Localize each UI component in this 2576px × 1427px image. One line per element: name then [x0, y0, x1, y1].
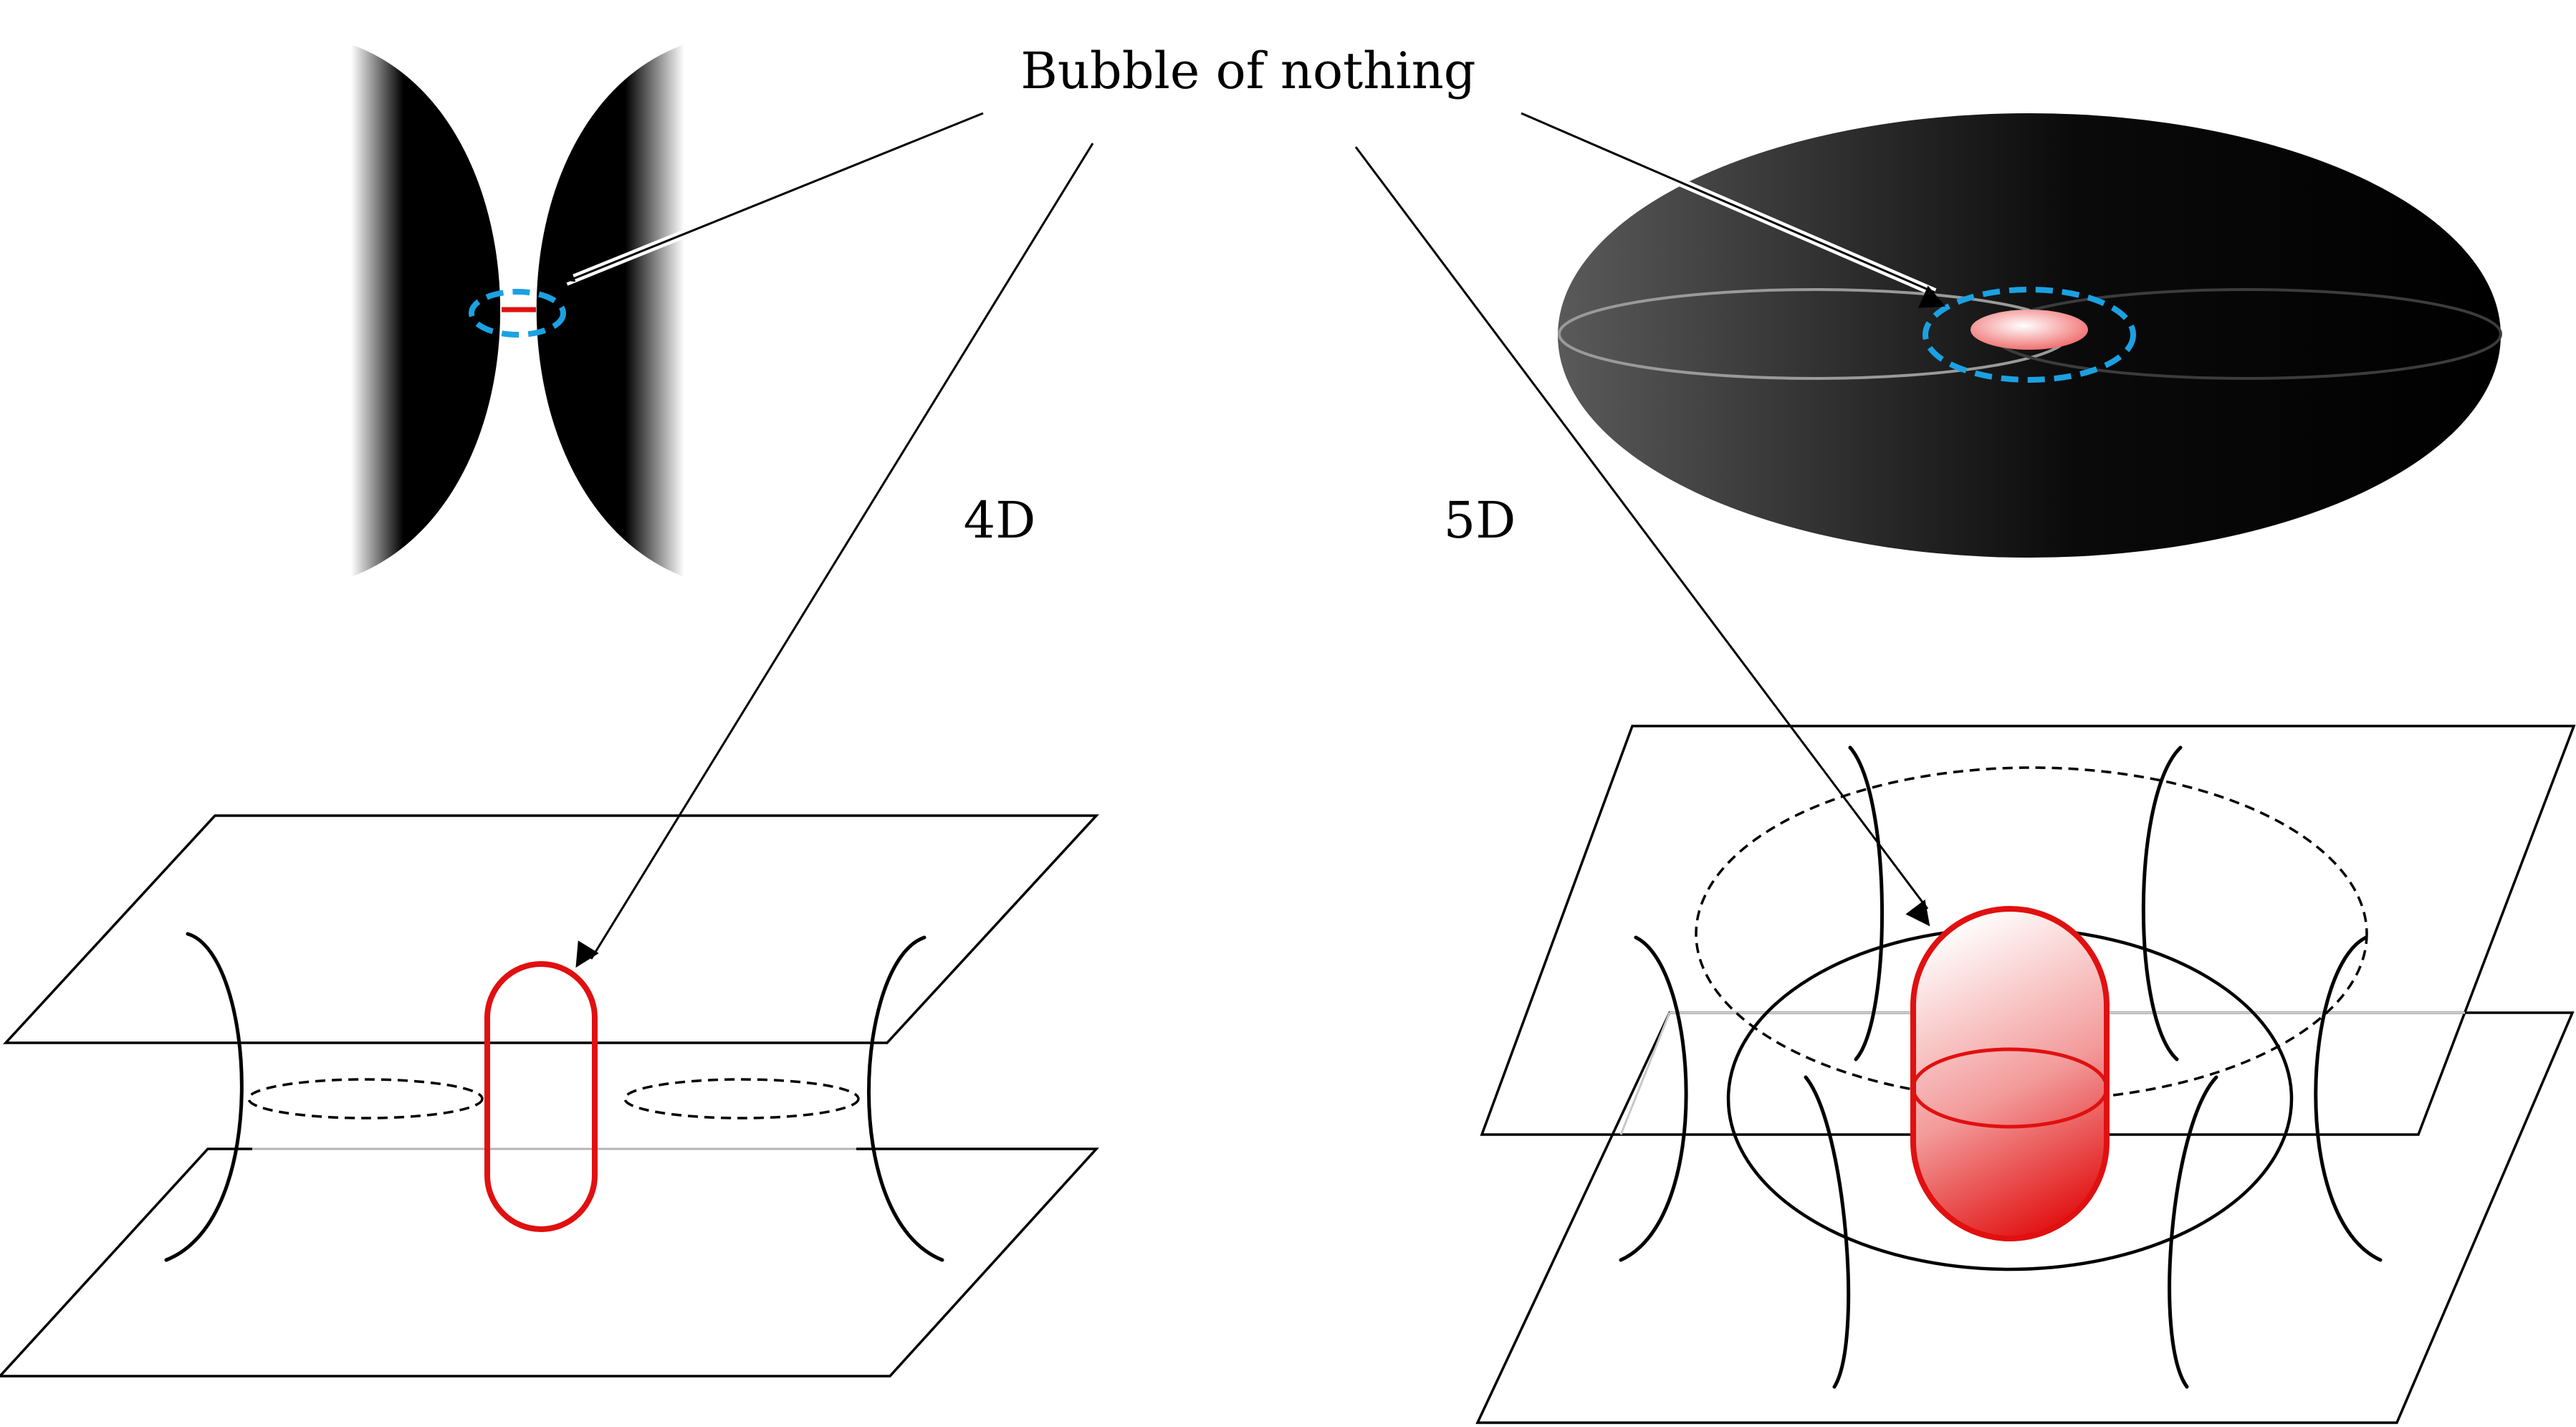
four-d-dark-lobes	[351, 44, 684, 577]
pointer-arrows	[548, 109, 1946, 968]
hidden-plane-edge	[1619, 1012, 1671, 1135]
dashed-ring-left	[247, 1078, 484, 1120]
left-throat-arc	[164, 932, 244, 1262]
arrow-to-5d-bubble	[1354, 146, 1930, 927]
arc-bottom-right	[2168, 1075, 2218, 1389]
four-d-label: 4D	[964, 491, 1036, 550]
bubble-of-nothing-label: Bubble of nothing	[1020, 42, 1475, 100]
arrow-to-4d-neck	[548, 112, 984, 283]
arc-mid-right	[2314, 935, 2383, 1262]
arc-bottom-left	[1804, 1075, 1851, 1389]
neck-blue-dashed-ring	[469, 289, 566, 338]
upper-plane	[3, 814, 1099, 1044]
red-capsule-bubble	[1910, 906, 2110, 1241]
pink-bubble	[1971, 310, 2088, 350]
right-lobe	[536, 44, 684, 577]
disk-blue-dashed-ring	[1923, 287, 2136, 383]
lower-plane	[0, 1147, 1099, 1378]
right-throat-arc	[867, 935, 944, 1262]
five-d-dark-disk	[1558, 113, 2502, 558]
lower-plane	[1475, 1011, 2575, 1424]
red-bubble-loop	[484, 961, 598, 1232]
arc-top-left	[1848, 745, 1884, 1061]
five-d-planes-diagram	[1475, 725, 2576, 1424]
arc-mid-left	[1619, 935, 1688, 1262]
capsule-equator-ring	[1911, 1047, 2109, 1129]
left-lobe	[351, 44, 501, 577]
dashed-ring-right	[623, 1078, 860, 1120]
arc-top-right	[2141, 745, 2183, 1061]
arrow-to-4d-bubble	[575, 143, 1094, 968]
arrow-to-5d-disk	[1521, 112, 1946, 308]
four-d-planes-diagram	[0, 814, 1099, 1378]
five-d-label: 5D	[1444, 491, 1516, 550]
